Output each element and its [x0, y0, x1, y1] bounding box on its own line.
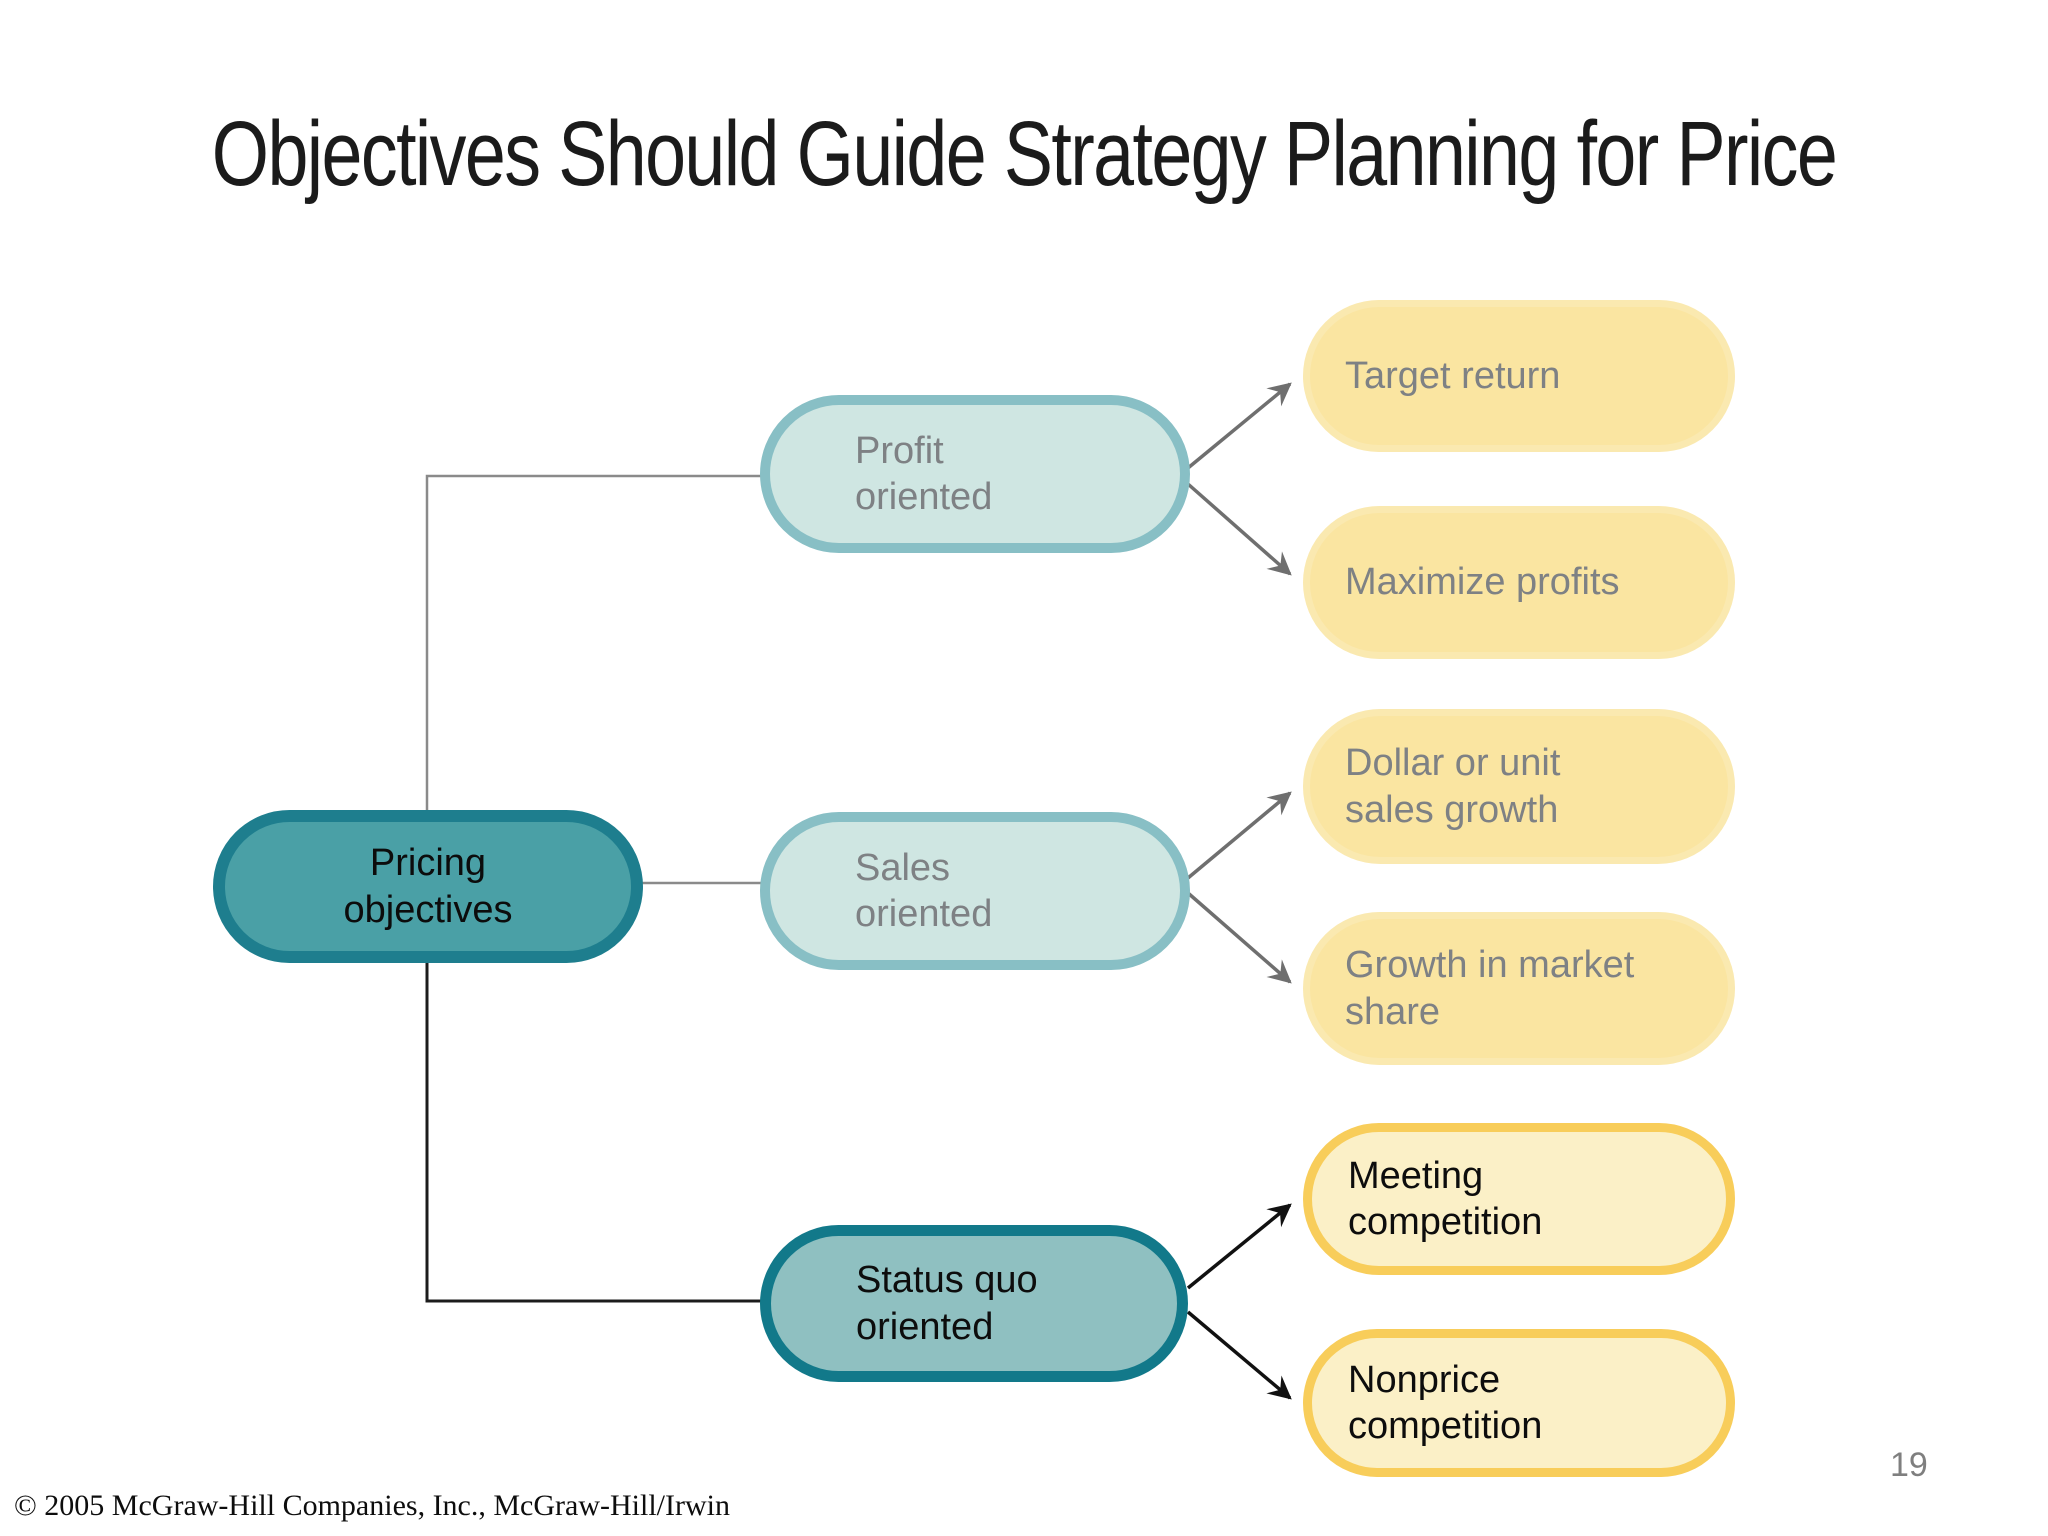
arrow-statusquo-to-meeting-competition — [1186, 1203, 1292, 1290]
node-meeting-competition: Meeting competition — [1303, 1123, 1735, 1275]
node-growth-in-market-share: Growth in market share — [1303, 912, 1735, 1065]
node-nonprice-competition: Nonprice competition — [1303, 1329, 1735, 1477]
node-target-return: Target return — [1303, 300, 1735, 452]
connector-root-to-profit — [425, 474, 762, 815]
arrow-profit-to-maximize-profits — [1186, 482, 1292, 576]
copyright-text: © 2005 McGraw-Hill Companies, Inc., McGr… — [14, 1489, 730, 1522]
connector-root-to-statusquo — [425, 960, 762, 1303]
node-profit-oriented: Profit oriented — [760, 395, 1190, 553]
node-dollar-or-unit-sales-growth: Dollar or unit sales growth — [1303, 709, 1735, 864]
arrow-profit-to-target-return — [1186, 382, 1292, 470]
arrow-sales-to-dollar-growth — [1186, 791, 1292, 880]
node-status-quo-oriented: Status quo oriented — [760, 1225, 1188, 1382]
page-number: 19 — [1890, 1446, 1928, 1484]
node-pricing-objectives: Pricing objectives — [213, 810, 643, 963]
node-maximize-profits: Maximize profits — [1303, 506, 1735, 659]
node-sales-oriented: Sales oriented — [760, 812, 1190, 970]
arrow-statusquo-to-nonprice-competition — [1186, 1310, 1292, 1400]
slide-title: Objectives Should Guide Strategy Plannin… — [211, 103, 1838, 205]
arrow-sales-to-market-share — [1186, 891, 1292, 984]
